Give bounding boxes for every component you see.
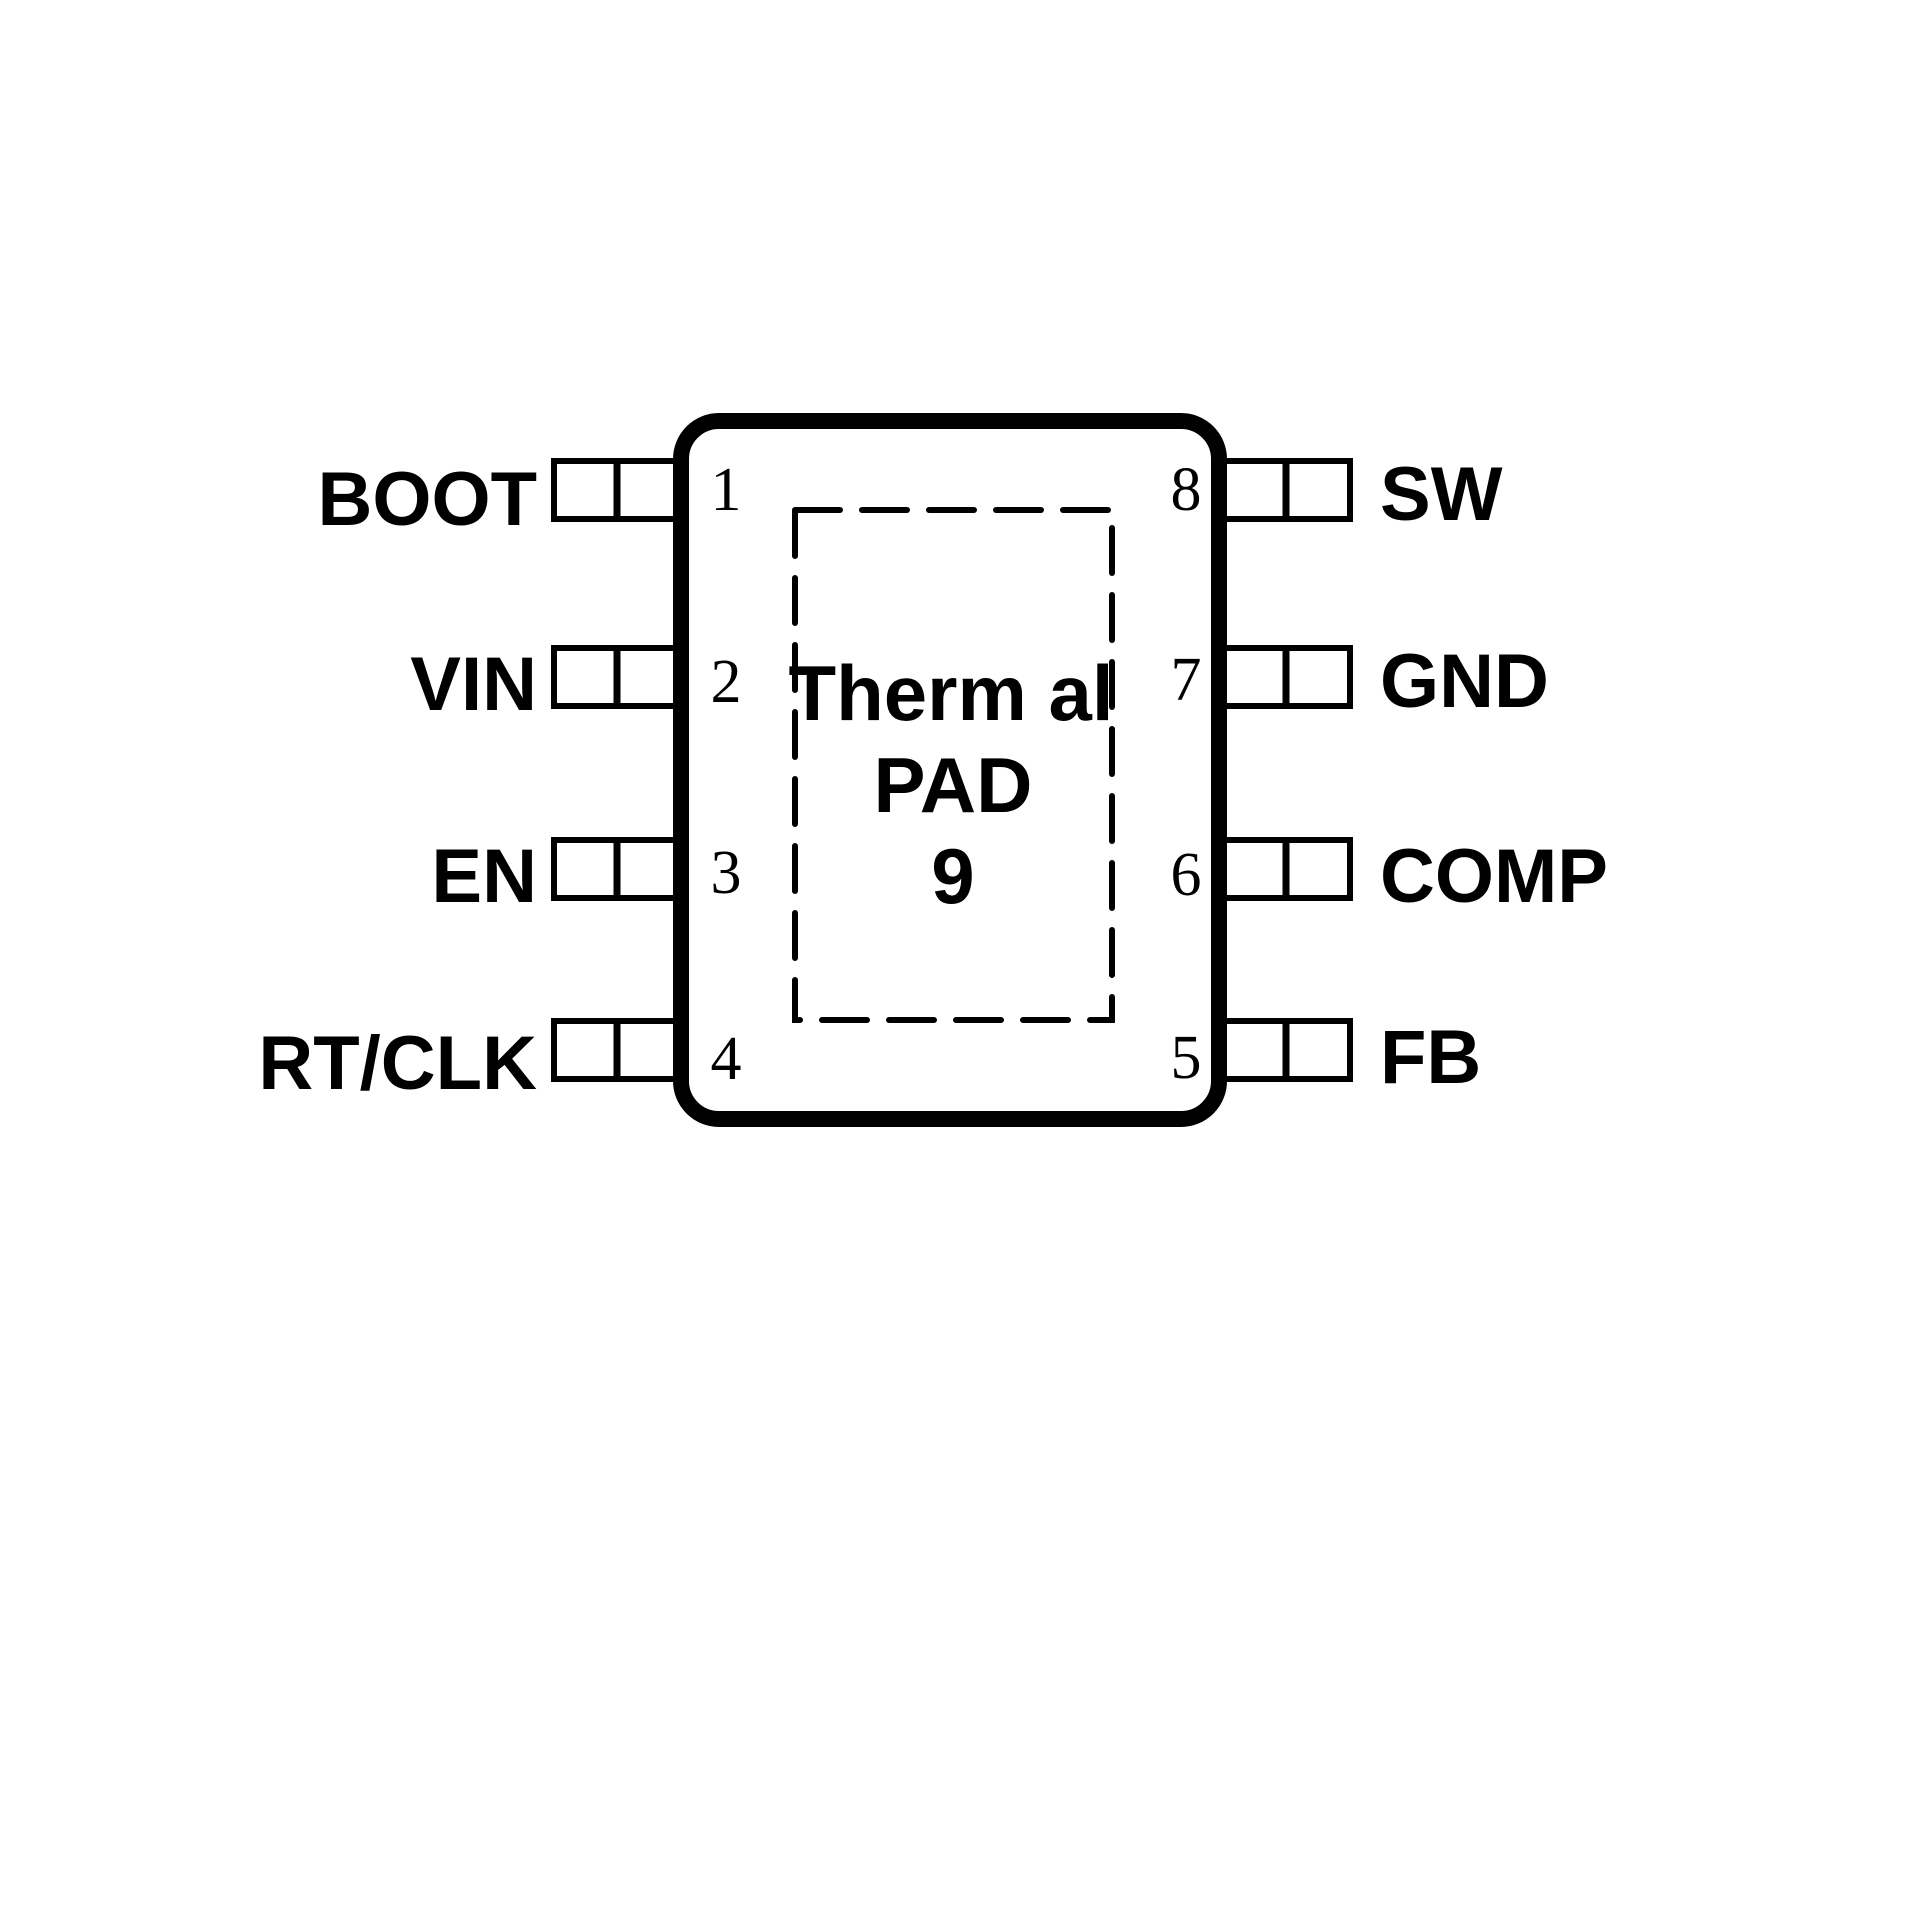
- pin-number-label: 3: [711, 839, 742, 907]
- pin-number-label: 6: [1171, 841, 1202, 909]
- pin-name-label: EN: [431, 834, 537, 919]
- pin-name-label: SW: [1380, 452, 1503, 537]
- thermal-pad-label-line1: Therm al: [788, 649, 1113, 737]
- left-pin-group: [551, 458, 684, 1082]
- pin-2: [551, 645, 684, 709]
- pin-number-label: 7: [1171, 646, 1202, 714]
- pin-number-label: 1: [711, 456, 742, 524]
- pin-name-label: COMP: [1380, 834, 1608, 919]
- pin-4: [551, 1018, 684, 1082]
- pin-name-label: BOOT: [317, 457, 537, 542]
- pin-3: [551, 837, 684, 901]
- pin-name-label: FB: [1380, 1015, 1481, 1100]
- pin-number-label: 4: [711, 1025, 742, 1093]
- right-pin-group: [1216, 458, 1353, 1082]
- pin-number-label: 2: [711, 648, 742, 716]
- pin-6: [1216, 837, 1353, 901]
- thermal-pad-outline: [792, 507, 1115, 1023]
- pin-7: [1216, 645, 1353, 709]
- pin-1: [551, 458, 684, 522]
- thermal-pad-label-line2: PAD: [874, 741, 1033, 829]
- pin-name-label: RT/CLK: [258, 1021, 537, 1106]
- thermal-pad-number: 9: [931, 832, 974, 920]
- ic-package-body: [673, 413, 1227, 1127]
- pin-name-label: GND: [1380, 639, 1549, 724]
- pin-name-label: VIN: [410, 642, 537, 727]
- pin-number-label: 5: [1171, 1024, 1202, 1092]
- pin-5: [1216, 1018, 1353, 1082]
- pin-8: [1216, 458, 1353, 522]
- pin-number-label: 8: [1171, 456, 1202, 524]
